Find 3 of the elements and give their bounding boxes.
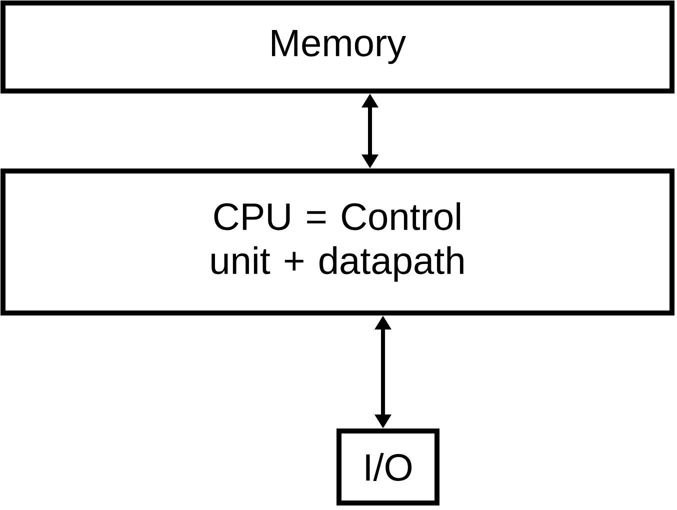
process-box: I/O bbox=[336, 428, 440, 506]
process-box: Memory bbox=[0, 0, 674, 94]
process-box: CPU = Control unit + datapath bbox=[0, 168, 674, 316]
